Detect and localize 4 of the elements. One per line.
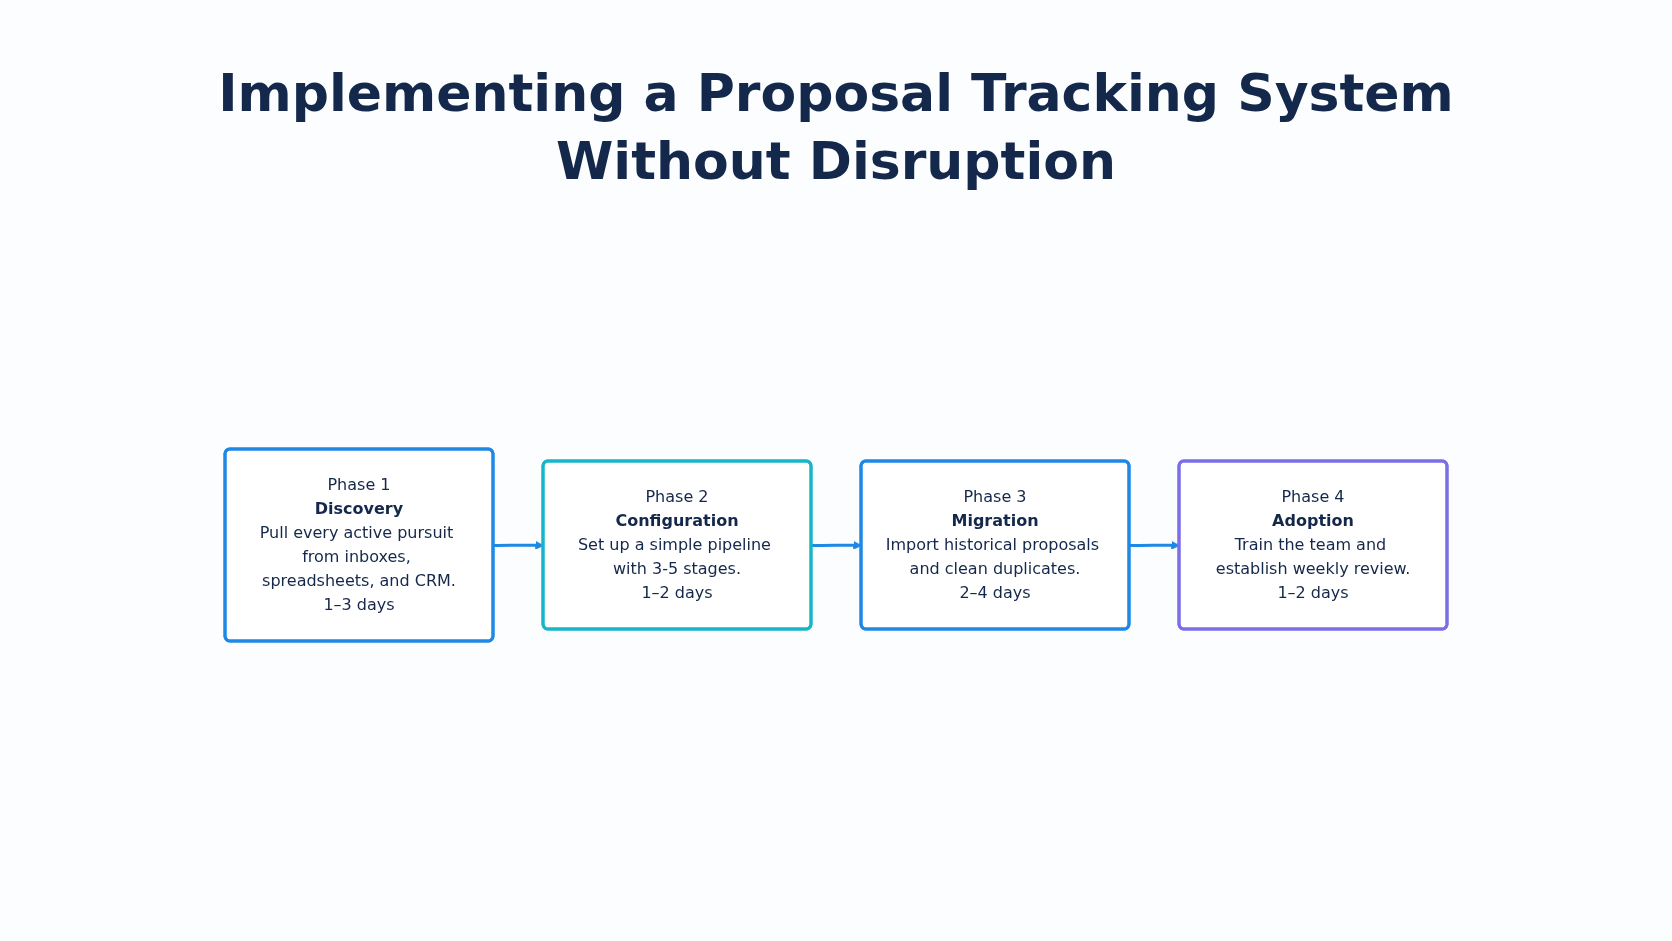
arrow [811, 541, 862, 550]
arrow [493, 541, 544, 550]
arrow [1129, 541, 1180, 550]
title: Implementing a Proposal Tracking System Without Disruption [217, 62, 1455, 193]
